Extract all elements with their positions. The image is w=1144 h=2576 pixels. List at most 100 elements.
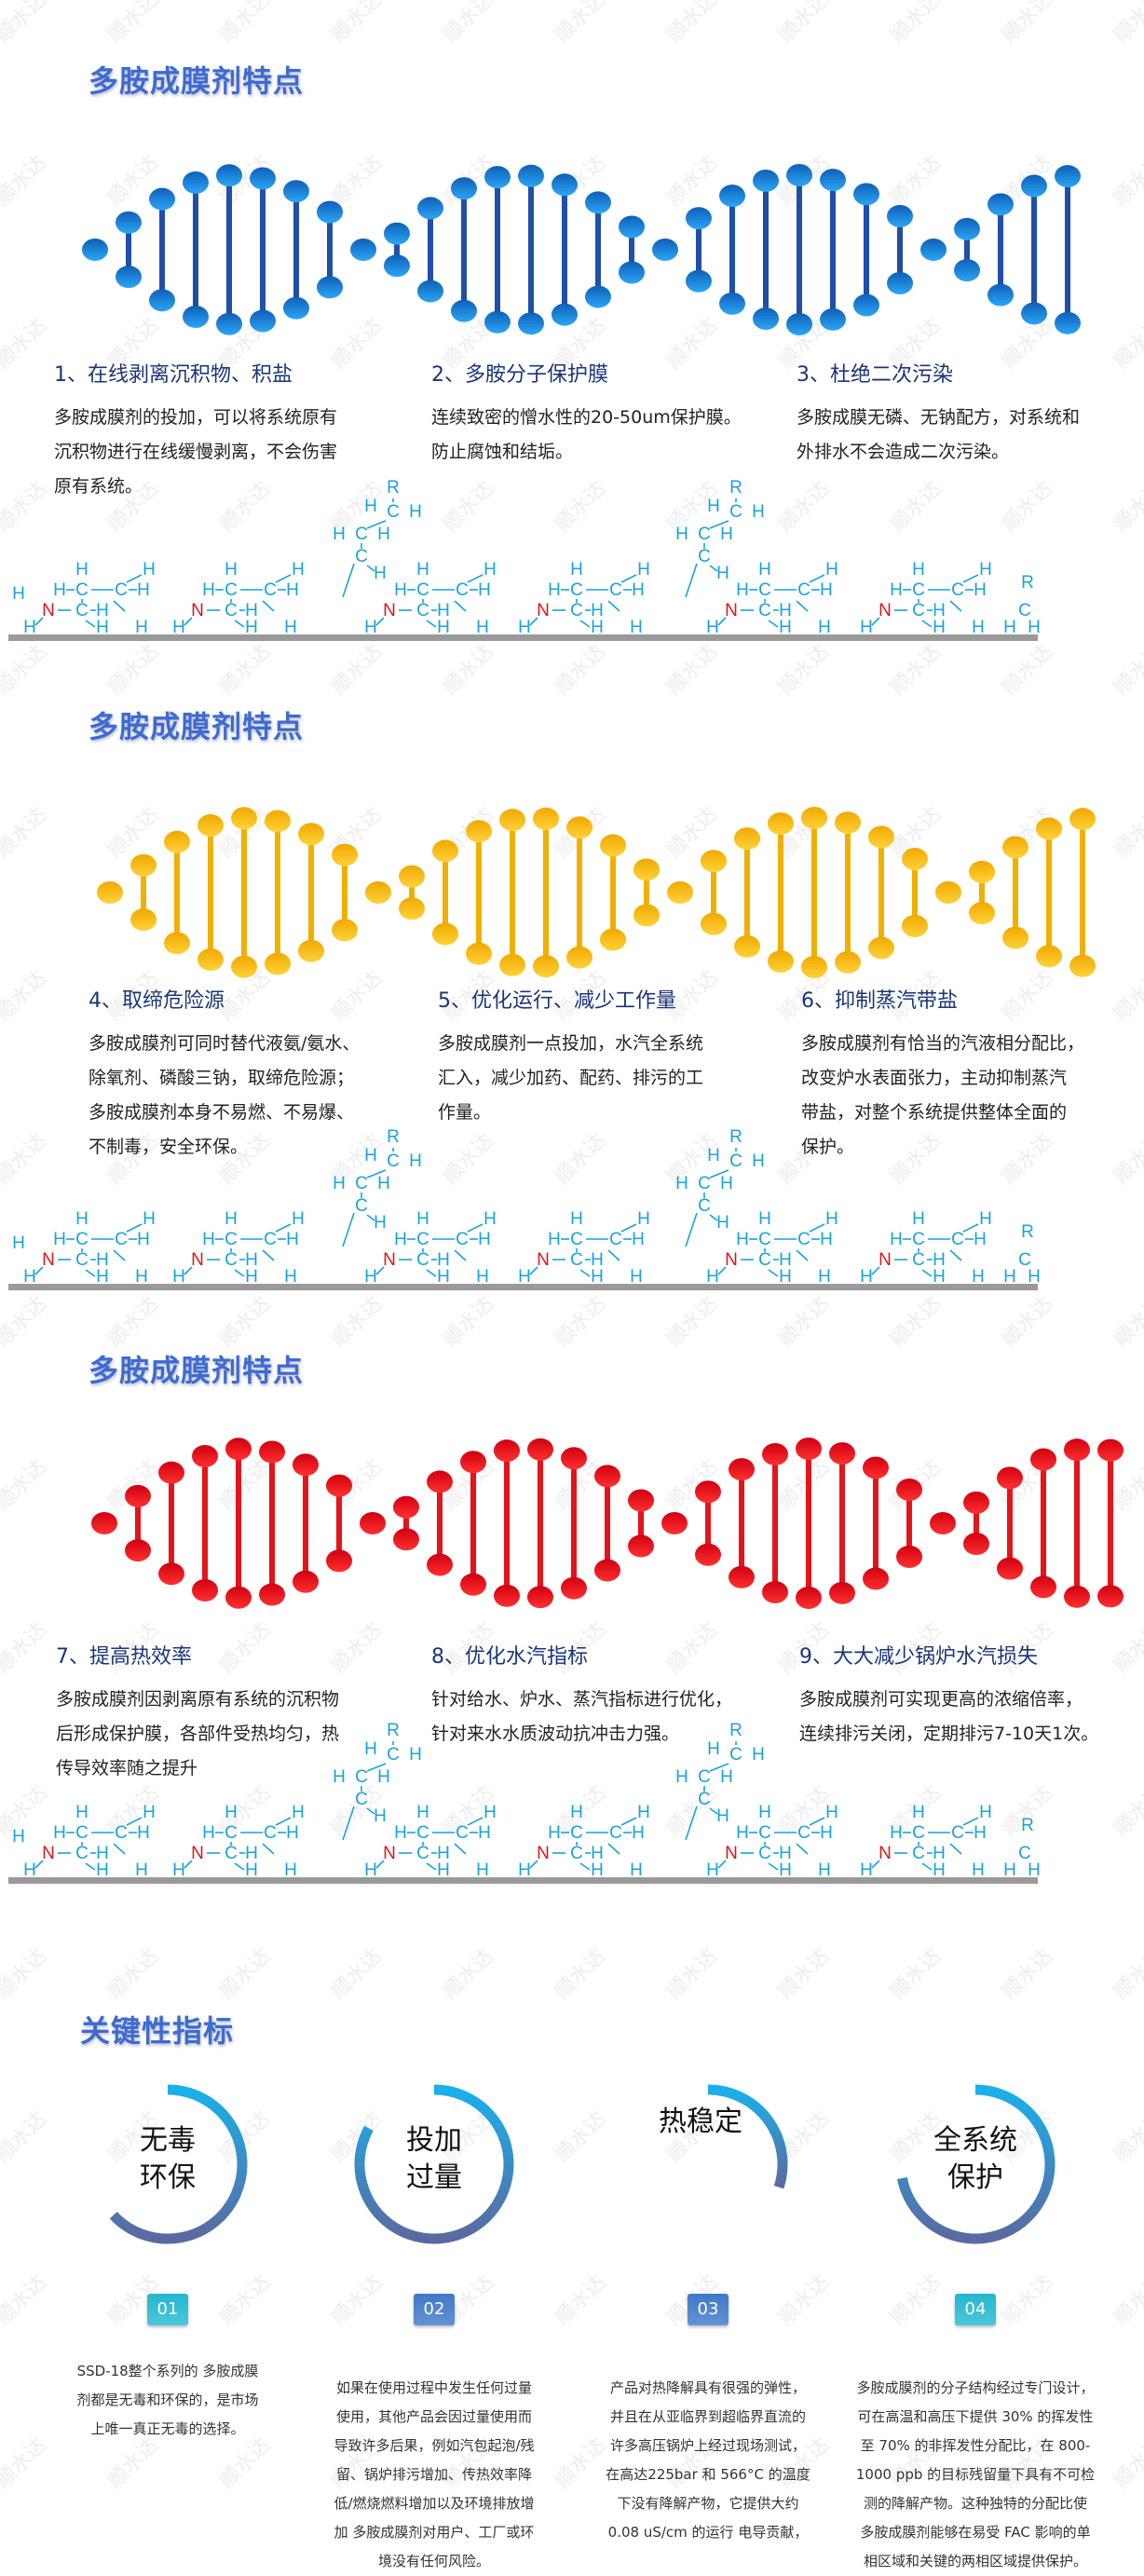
feature-text: 多胺成膜剂有恰当的汽液相分配比，改变炉水表面张力，主动抑制蒸汽带盐，对整个系统提… [801,1027,1137,1165]
dna-node [753,169,779,192]
atom-label: C [387,502,400,522]
atom-label: H [570,1803,583,1822]
dna-node [1069,808,1096,831]
dna-node [1030,1448,1056,1471]
atom-label: C [912,1230,925,1249]
atom-label: H [675,525,688,544]
atom-label: R [1021,1816,1034,1835]
bond [275,1223,292,1233]
dna-node [600,834,626,857]
atom-label: C [75,1823,89,1843]
atom-label: H [979,1209,992,1229]
bond [871,617,880,626]
atom-label: C [225,1823,238,1843]
dna-rung [510,820,515,965]
atom-label: H [409,502,422,522]
dna-node [384,254,410,278]
dna-rung [729,196,735,304]
feature-4: 4、取缔危险源多胺成膜剂可同时替代液氨/氨水、除氧剂、磷酸三钠，取缔危险源；多胺… [89,984,424,1165]
dna-node [533,807,559,830]
bond [709,1169,729,1179]
bond [796,600,809,612]
atom-label: C [115,1230,128,1249]
dna-node [786,164,812,187]
dna-rung [571,1458,577,1588]
atom-label: N [42,601,55,620]
dna-node [427,1553,453,1576]
indicator-description: 多胺成膜剂的分子结构经过专门设计，可在高温和高压下提供 30% 的挥发性至 70… [845,2374,1106,2576]
dna-rung [141,865,146,920]
atom-label: H [716,564,729,583]
atom-label: C [912,1844,925,1863]
atom-label: C [115,580,128,600]
bond [366,520,387,529]
dna-node [451,299,477,322]
dna-node [1002,836,1028,859]
atom-label: H [437,1860,450,1880]
dna-node [734,934,760,958]
dna-node [399,865,425,888]
dna-node [719,184,745,208]
atom-label: H [706,1860,719,1880]
atom-label: H [135,1860,148,1880]
atom-label: H [779,1860,792,1880]
dna-node [768,811,794,835]
dna-rung [193,182,198,318]
bond [85,1269,96,1277]
dna-node [552,173,578,197]
dna-node [1097,1585,1124,1608]
dna-rung [1041,1459,1046,1588]
bond [234,620,245,628]
atom-label: C [698,1767,711,1787]
bond [871,1860,880,1869]
bond [454,1843,467,1855]
dna-node [231,955,257,978]
atom-label: H [245,1250,258,1270]
atom-label: H [675,1174,688,1193]
atom-label: H [736,1230,749,1249]
atom-label: C [912,1250,925,1270]
dna-node [1036,945,1062,968]
atom-label: C [416,1230,429,1249]
dna-node [283,180,309,203]
text-line: 多胺成膜剂的分子结构经过专门设计， [856,2379,1095,2396]
dna-rung [610,845,616,940]
atom-label: H [890,1230,903,1249]
dna-rung [629,226,634,273]
dna-rung [979,871,985,914]
bond [529,1860,538,1869]
atom-label: H [364,1146,377,1165]
dna-node [451,177,477,200]
bond [34,1266,44,1275]
dna-node [987,193,1014,216]
text-line: 如果在使用过程中发生任何过量 [335,2379,532,2396]
bond [709,1214,718,1221]
dna-rung [327,211,333,288]
dna-node [969,902,995,925]
dna-node [317,276,343,299]
atom-label: C [387,1152,400,1171]
dna-node [997,1466,1023,1490]
dna-node [1021,302,1047,325]
atom-label: H [972,1267,985,1287]
atom-label: C [225,1250,238,1270]
atom-label: H [292,560,305,579]
atom-label: H [630,618,643,637]
bond [620,1817,637,1826]
dna-rung [1065,176,1070,323]
feature-7: 7、提高热效率多胺成膜剂因剥离原有系统的沉积物后形成保护膜，各部件受热均匀，热传… [56,1640,391,1786]
text-line: 加 多胺成膜剂对用户、工厂或环 [334,2524,535,2541]
dna-node [820,169,846,192]
atom-label: C [264,580,277,600]
atom-label: H [1028,1267,1041,1287]
dna-rung [845,823,851,962]
text-line: 保护。 [801,1137,855,1157]
dna-rung [998,204,1003,295]
bond [184,1860,193,1869]
atom-label: H [818,618,831,637]
text-line: 在高达225bar 和 566°C 的温度 [606,2466,810,2483]
atom-label: H [518,1267,531,1287]
atom-label: H [1028,618,1041,637]
dna-node [427,1470,453,1493]
dna-rung [260,178,266,321]
